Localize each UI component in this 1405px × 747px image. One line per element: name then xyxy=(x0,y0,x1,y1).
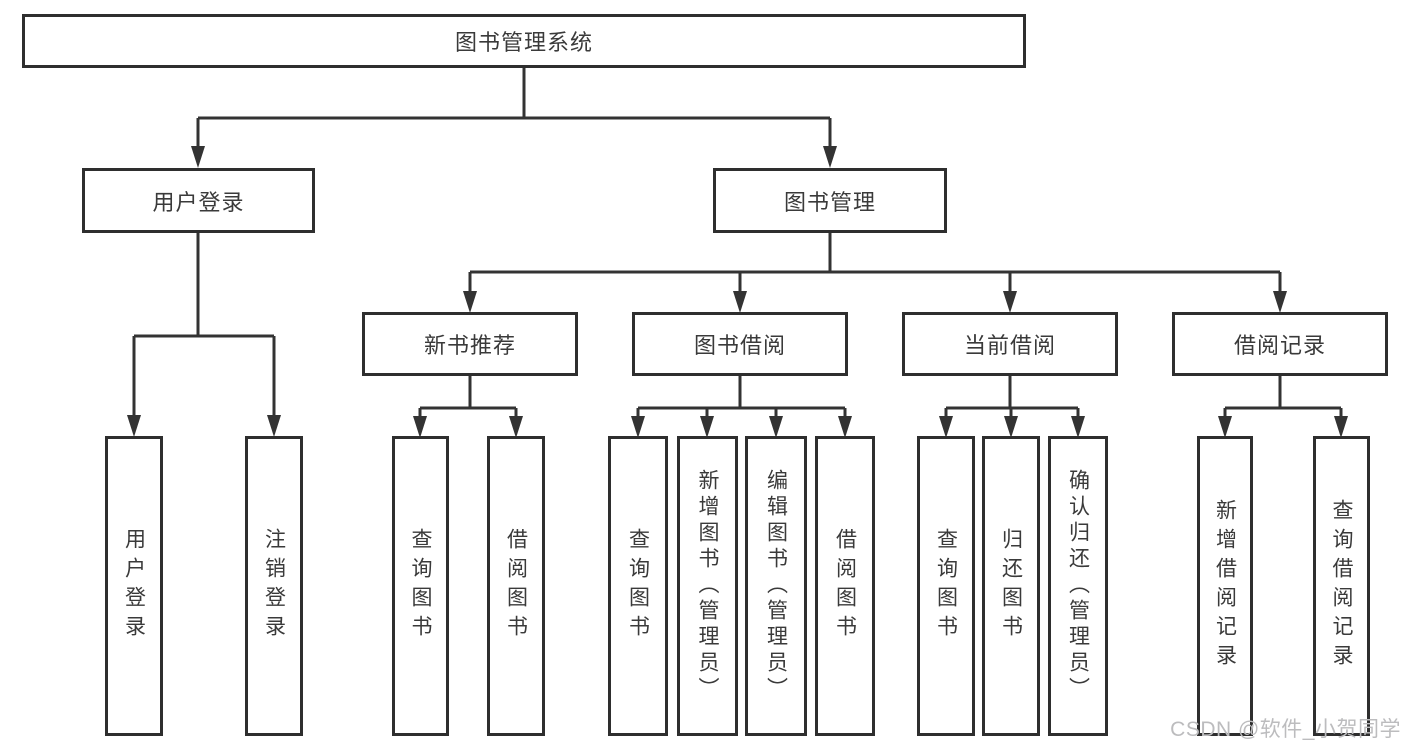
leaf-borrow-books-1: 借阅图书 xyxy=(487,436,545,736)
node-book-borrowing: 图书借阅 xyxy=(632,312,848,376)
node-book-management: 图书管理 xyxy=(713,168,947,233)
node-label: 确认归还（管理员） xyxy=(1066,469,1090,703)
leaf-add-books-admin: 新增图书（管理员） xyxy=(677,436,738,736)
node-label: 新书推荐 xyxy=(423,333,516,358)
node-new-book-recommendation: 新书推荐 xyxy=(362,312,578,376)
leaf-query-books-3: 查询图书 xyxy=(917,436,975,736)
node-current-borrowing: 当前借阅 xyxy=(902,312,1118,376)
leaf-query-borrow-record: 查询借阅记录 xyxy=(1313,436,1370,736)
node-label: 当前借阅 xyxy=(963,333,1056,358)
leaf-user-login: 用户登录 xyxy=(105,436,163,736)
node-label: 查询图书 xyxy=(409,528,432,644)
node-user-login: 用户登录 xyxy=(82,168,315,233)
node-label: 查询图书 xyxy=(934,528,958,644)
node-label: 注销登录 xyxy=(262,528,286,644)
node-label: 查询图书 xyxy=(626,528,650,644)
node-label: 借阅记录 xyxy=(1233,333,1326,358)
leaf-add-borrow-record: 新增借阅记录 xyxy=(1197,436,1253,736)
leaf-query-books-2: 查询图书 xyxy=(608,436,668,736)
node-label: 归还图书 xyxy=(999,528,1023,644)
leaf-return-books: 归还图书 xyxy=(982,436,1040,736)
leaf-confirm-return-admin: 确认归还（管理员） xyxy=(1048,436,1108,736)
leaf-borrow-books-2: 借阅图书 xyxy=(815,436,875,736)
node-label: 新增借阅记录 xyxy=(1213,499,1237,673)
node-label: 用户登录 xyxy=(152,189,245,215)
node-label: 编辑图书（管理员） xyxy=(764,469,788,703)
node-label: 图书管理系统 xyxy=(454,30,593,55)
csdn-watermark: CSDN @软件_小贺同学 xyxy=(1170,718,1401,741)
node-label: 新增图书（管理员） xyxy=(696,469,719,703)
leaf-edit-books-admin: 编辑图书（管理员） xyxy=(745,436,807,736)
node-label: 用户登录 xyxy=(122,528,146,644)
node-label: 图书管理 xyxy=(783,189,876,215)
leaf-logout: 注销登录 xyxy=(245,436,303,736)
leaf-query-books-1: 查询图书 xyxy=(392,436,449,736)
node-label: 图书借阅 xyxy=(693,333,786,358)
node-library-management-system: 图书管理系统 xyxy=(22,14,1026,68)
node-label: 借阅图书 xyxy=(833,528,857,644)
node-label: 查询借阅记录 xyxy=(1330,499,1353,673)
node-label: 借阅图书 xyxy=(504,528,528,644)
node-borrowing-records: 借阅记录 xyxy=(1172,312,1388,376)
